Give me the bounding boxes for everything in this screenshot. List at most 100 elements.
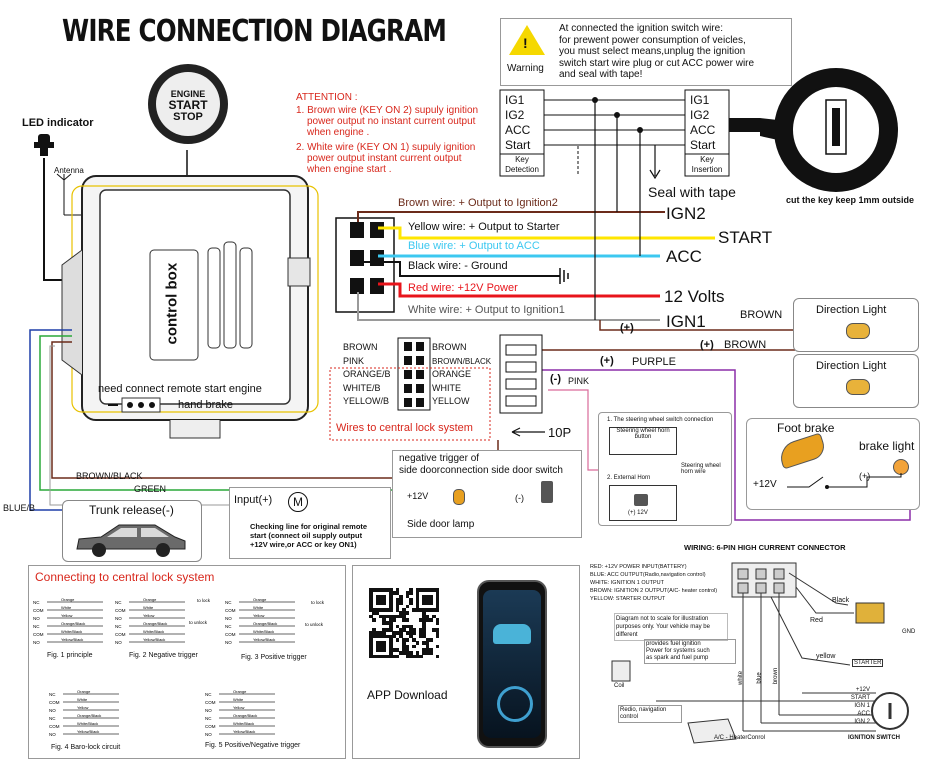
legend-0: RED: +12V POWER INPUT(BATTERY): [590, 564, 687, 570]
qr-module: [385, 588, 390, 592]
figure-text: Yellow: [143, 613, 155, 618]
key-right-labels: IG1 IG2 ACC Start: [690, 93, 715, 153]
app-download-label[interactable]: APP Download: [367, 688, 448, 702]
qr-module: [405, 611, 410, 616]
qr-module: [422, 608, 427, 612]
figure-text: White: [143, 605, 154, 610]
qr-module: [375, 641, 380, 646]
box3-0: Redio, navigation: [620, 707, 667, 713]
qr-module: [412, 631, 417, 636]
qr-module: [409, 624, 413, 629]
figure-text: Orange: [77, 689, 91, 694]
qr-module: [372, 618, 377, 622]
qr-module: [395, 624, 400, 629]
legend-3: BROWN: IGNITION 2 OUTPUT(A/C- heater con…: [590, 588, 718, 594]
qr-module: [402, 608, 407, 612]
qr-module: [385, 628, 390, 632]
key-left-caption-1: Key: [515, 155, 529, 164]
box2-2: as spark and fuel pump: [646, 655, 709, 661]
seal-label: Seal with tape: [648, 184, 736, 200]
minus-label: (-): [550, 373, 561, 385]
steering-12v: (+) 12V: [628, 510, 648, 516]
figure-text: NC: [33, 600, 40, 605]
qr-module: [369, 641, 373, 646]
qr-module: [369, 654, 373, 659]
qr-module: [415, 594, 420, 599]
direction-light-1: Direction Light: [793, 298, 919, 352]
qr-module: [385, 621, 390, 626]
figure-text: to lock: [197, 598, 211, 603]
qr-module: [402, 611, 407, 616]
qr-code-icon[interactable]: [369, 588, 440, 659]
qr-module: [399, 601, 403, 606]
legend-4: YELLOW: STARTER OUTPUT: [590, 596, 666, 602]
qr-module: [405, 638, 410, 642]
direction-light-2-label: Direction Light: [816, 360, 887, 372]
figure-text: Orange/Black: [253, 621, 277, 626]
qr-module: [402, 614, 407, 619]
attention-item2-line1: 2. White wire (KEY ON 1) supuly ignition: [296, 142, 476, 153]
wiring-v-brown: brown: [773, 667, 780, 685]
key-right-caption-2: Insertion: [691, 165, 723, 174]
qr-module: [402, 644, 407, 649]
figure-text: Orange: [143, 597, 157, 602]
qr-module: [435, 628, 440, 632]
wiring-ac: A/C - HeaterConrol: [714, 735, 766, 741]
steering-t2: 2. External Horn: [607, 475, 651, 481]
wiring-box2: provides fuel ignition Power for systems…: [644, 639, 736, 664]
qr-module: [375, 634, 380, 639]
qr-module: [425, 651, 430, 656]
qr-module: [369, 634, 373, 639]
qr-module: [372, 634, 377, 639]
blue-b-label: BLUE/B: [3, 503, 36, 513]
qr-module: [382, 614, 387, 619]
qr-module: [415, 651, 420, 656]
qr-module: [409, 634, 413, 639]
qr-module: [419, 588, 423, 592]
key-right-ig1: IG1: [690, 93, 710, 107]
figure-text: COM: [115, 608, 126, 613]
button-line1: ENGINE: [170, 89, 206, 99]
warning-icon: [509, 25, 545, 55]
motor-icon: M: [288, 492, 308, 512]
qr-module: [399, 631, 403, 636]
qr-module: [389, 648, 393, 652]
qr-module: [385, 654, 390, 659]
led-indicator-icon: [34, 134, 54, 156]
qr-module: [405, 648, 410, 652]
terminal-12v: 12 Volts: [664, 287, 725, 306]
qr-module: [425, 588, 430, 592]
figure-text: COM: [225, 632, 236, 637]
qr-module: [405, 651, 410, 656]
foot-brake-label: Foot brake: [777, 421, 835, 435]
qr-module: [402, 638, 407, 642]
qr-module: [412, 638, 417, 642]
door-switch-icon: [541, 481, 553, 503]
qr-module: [389, 594, 393, 599]
figure-text: COM: [115, 632, 126, 637]
wiring-coil: Coil: [614, 683, 625, 689]
figure-text: Yellow/Black: [77, 729, 99, 734]
wiring-note: Diagram not to scale for illustration pu…: [614, 613, 728, 641]
qr-module: [372, 588, 377, 592]
figure-text: Orange/Black: [61, 621, 85, 626]
key-left-caption-2: Detection: [505, 165, 539, 174]
qr-module: [375, 644, 380, 649]
figure-text: NC: [225, 600, 232, 605]
key-right-caption-1: Key: [700, 155, 714, 164]
qr-module: [419, 654, 423, 659]
qr-module: [422, 621, 427, 626]
qr-module: [422, 601, 427, 606]
key-connector-left: [499, 89, 545, 177]
check-text-2: start (connect oil supply output: [250, 531, 363, 540]
terminal-ign1: IGN1: [666, 312, 706, 331]
qr-module: [435, 588, 440, 592]
qr-module: [379, 614, 383, 619]
qr-module: [369, 594, 373, 599]
qr-module: [405, 644, 410, 649]
direction-light-1-label: Direction Light: [816, 304, 887, 316]
wiring-svg: [611, 562, 909, 744]
qr-module: [369, 638, 373, 642]
figure-text: Orange: [253, 597, 267, 602]
